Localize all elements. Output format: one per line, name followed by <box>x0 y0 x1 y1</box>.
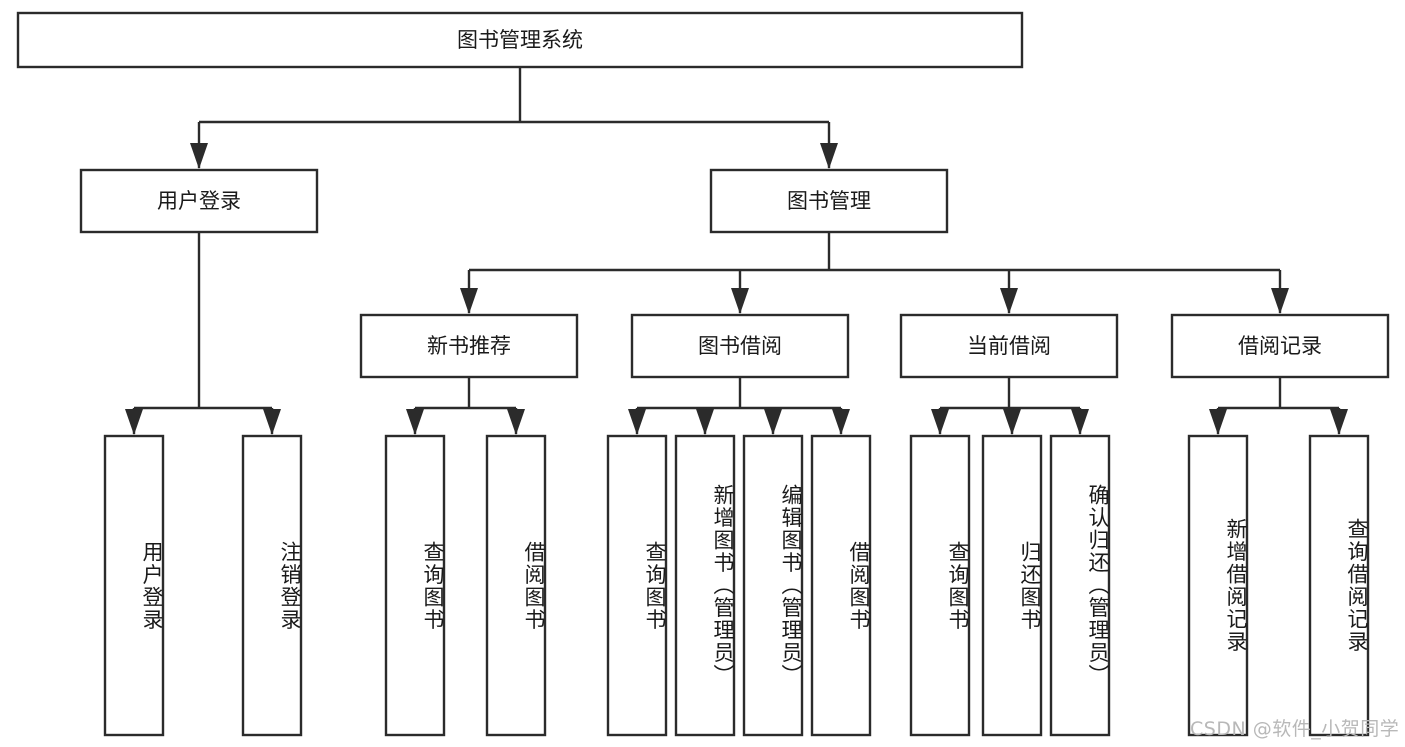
arrow-head-icon <box>731 288 749 314</box>
level3-box-0[interactable] <box>359 313 579 379</box>
leaf-box-9[interactable] <box>981 434 1043 737</box>
level3-label-1: 图书借阅 <box>698 334 782 358</box>
level3-label-3: 借阅记录 <box>1238 334 1322 358</box>
arrow-head-icon <box>263 409 281 435</box>
leaf-box-8[interactable] <box>909 434 971 737</box>
node-boxes <box>16 11 1390 737</box>
leaf-node-1[interactable] <box>243 436 301 735</box>
arrow-head-icon <box>125 409 143 435</box>
root-box-0[interactable] <box>16 11 1024 69</box>
leaf-node-4[interactable] <box>608 436 666 735</box>
level3-box-2[interactable] <box>899 313 1119 379</box>
csdn-watermark: CSDN @软件_小贺同学 <box>1190 718 1400 740</box>
arrow-head-icon <box>1271 288 1289 314</box>
leaf-node-8[interactable] <box>911 436 969 735</box>
leaf-node-12[interactable] <box>1310 436 1368 735</box>
arrow-head-icon <box>1209 409 1227 435</box>
level2-box-0[interactable] <box>79 168 319 234</box>
leaf-box-0[interactable] <box>103 434 165 737</box>
leaf-box-2[interactable] <box>384 434 446 737</box>
leaf-node-10[interactable] <box>1051 436 1109 735</box>
leaf-box-10[interactable] <box>1049 434 1111 737</box>
arrow-head-icon <box>931 409 949 435</box>
leaf-box-11[interactable] <box>1187 434 1249 737</box>
arrow-head-icon <box>460 288 478 314</box>
arrow-head-icon <box>832 409 850 435</box>
arrow-head-icon <box>820 143 838 169</box>
arrow-head-icon <box>1003 409 1021 435</box>
leaf-node-11[interactable] <box>1189 436 1247 735</box>
connector-lines <box>125 67 1348 435</box>
arrow-head-icon <box>1000 288 1018 314</box>
leaf-node-9[interactable] <box>983 436 1041 735</box>
arrow-head-icon <box>190 143 208 169</box>
level3-label-0: 新书推荐 <box>427 334 511 358</box>
arrow-head-icon <box>507 409 525 435</box>
leaf-box-7[interactable] <box>810 434 872 737</box>
leaf-node-2[interactable] <box>386 436 444 735</box>
level3-label-2: 当前借阅 <box>967 334 1051 358</box>
leaf-box-4[interactable] <box>606 434 668 737</box>
arrow-head-icon <box>696 409 714 435</box>
leaf-box-3[interactable] <box>485 434 547 737</box>
leaf-box-12[interactable] <box>1308 434 1370 737</box>
arrow-head-icon <box>764 409 782 435</box>
level3-box-1[interactable] <box>630 313 850 379</box>
level2-label-0: 用户登录 <box>157 189 241 213</box>
leaf-box-1[interactable] <box>241 434 303 737</box>
level2-box-1[interactable] <box>709 168 949 234</box>
root-label-0: 图书管理系统 <box>457 28 583 52</box>
arrow-head-icon <box>1071 409 1089 435</box>
arrow-head-icon <box>406 409 424 435</box>
leaf-box-6[interactable] <box>742 434 804 737</box>
leaf-box-5[interactable] <box>674 434 736 737</box>
level2-label-1: 图书管理 <box>787 189 871 213</box>
leaf-node-5[interactable] <box>676 436 734 735</box>
arrow-head-icon <box>628 409 646 435</box>
leaf-node-7[interactable] <box>812 436 870 735</box>
level3-box-3[interactable] <box>1170 313 1390 379</box>
leaf-node-0[interactable] <box>105 436 163 735</box>
leaf-node-6[interactable] <box>744 436 802 735</box>
arrow-head-icon <box>1330 409 1348 435</box>
leaf-node-3[interactable] <box>487 436 545 735</box>
